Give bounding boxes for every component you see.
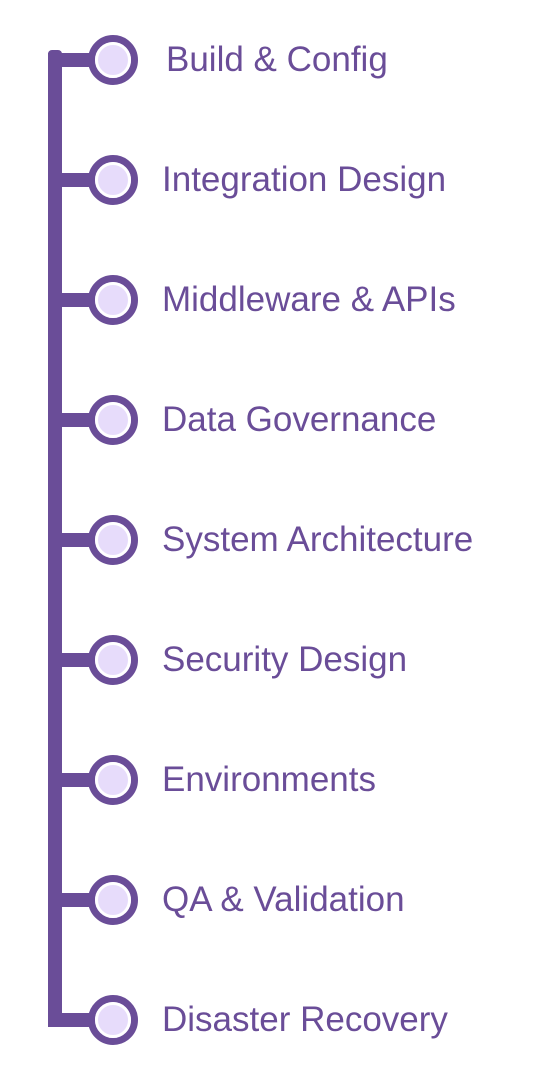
timeline-node-icon: [88, 995, 138, 1045]
timeline-node-icon: [88, 875, 138, 925]
timeline-item-label: Middleware & APIs: [162, 280, 456, 319]
timeline-branch: [48, 773, 96, 787]
timeline-branch: [48, 173, 96, 187]
timeline-node-icon: [88, 275, 138, 325]
timeline-node-icon: [88, 35, 138, 85]
timeline-item-label: Integration Design: [162, 160, 447, 199]
timeline-node-icon: [88, 515, 138, 565]
timeline-branch: [48, 1013, 96, 1027]
timeline-branch: [48, 293, 96, 307]
timeline-branch: [48, 53, 96, 67]
timeline-item-label: Security Design: [162, 640, 408, 679]
timeline-node-icon: [88, 755, 138, 805]
timeline-item-label: Build & Config: [166, 40, 388, 79]
timeline-branch: [48, 413, 96, 427]
timeline-item-label: Disaster Recovery: [162, 1000, 448, 1039]
timeline-node-icon: [88, 155, 138, 205]
timeline-branch: [48, 533, 96, 547]
timeline-node-icon: [88, 635, 138, 685]
timeline-branch: [48, 653, 96, 667]
timeline-node-icon: [88, 395, 138, 445]
timeline-branch: [48, 893, 96, 907]
timeline-item-label: System Architecture: [162, 520, 474, 559]
timeline-item-label: Environments: [162, 760, 376, 799]
timeline-item-label: Data Governance: [162, 400, 437, 439]
timeline-item-label: QA & Validation: [162, 880, 405, 919]
